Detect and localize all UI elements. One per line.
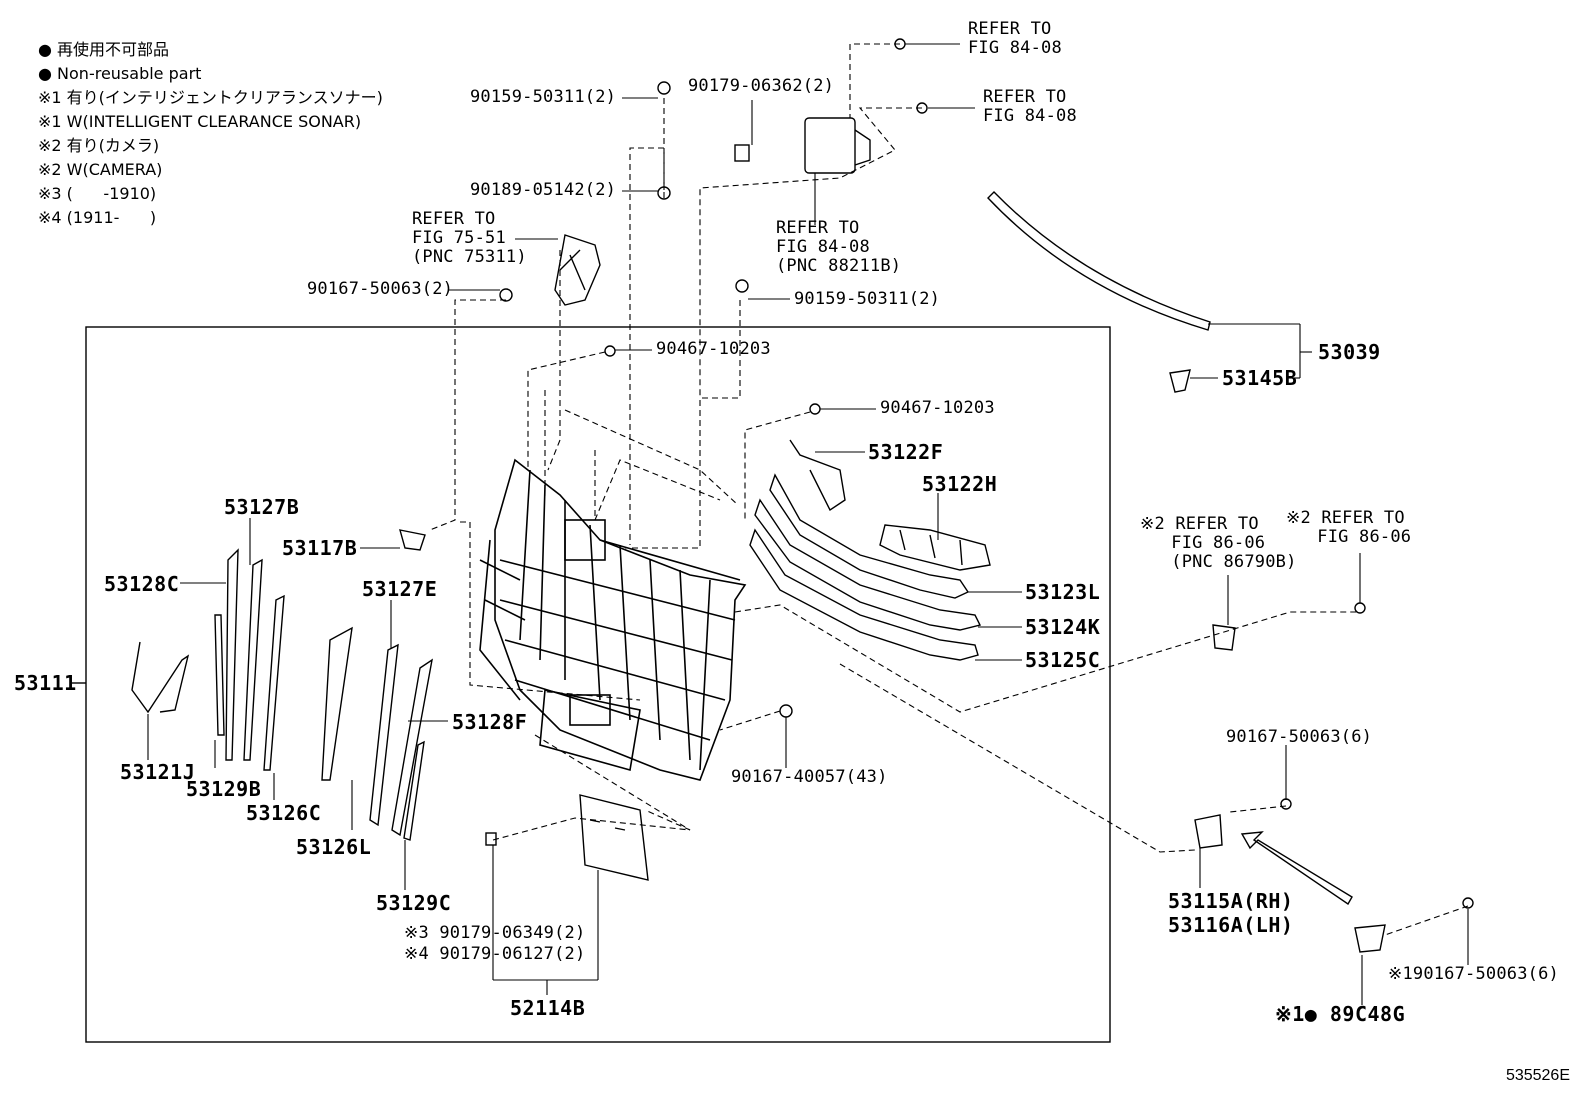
part-number: ※3 90179-06349(2) ※4 90179-06127(2) <box>404 923 586 964</box>
clip-53145b-icon <box>1169 369 1191 393</box>
sensor-89c48g-icon <box>1354 924 1386 953</box>
part-number: 90167-50063(6) <box>1226 727 1373 747</box>
emblem-icon <box>554 234 601 306</box>
refer-label: REFER TO FIG 75-51 (PNC 75311) <box>412 209 527 267</box>
refer-label: REFER TO FIG 84-08 (PNC 88211B) <box>776 218 902 276</box>
part-number: 53126L <box>296 835 372 859</box>
part-number: 53111 <box>14 671 77 695</box>
part-number: 53128F <box>452 710 528 734</box>
part-number: 53126C <box>246 801 322 825</box>
part-number: 53121J <box>120 760 196 784</box>
refer-label: REFER TO FIG 84-08 <box>968 19 1062 58</box>
part-number: 90467-10203 <box>656 339 771 359</box>
part-number: 53129B <box>186 777 262 801</box>
legend-line: ※2 有り(カメラ) <box>38 136 160 155</box>
sensor-module-icon <box>804 117 856 174</box>
leader-lines <box>147 43 1469 1005</box>
part-number: 53039 <box>1318 340 1381 364</box>
part-number: 53124K <box>1025 615 1101 639</box>
legend-line: ● Non-reusable part <box>38 64 202 83</box>
part-number: 90167-50063(2) <box>307 279 454 299</box>
part-number: 53122H <box>922 472 998 496</box>
part-number: 53123L <box>1025 580 1101 604</box>
grille-assembly-icon <box>479 458 747 781</box>
legend-line: ※1 W(INTELLIGENT CLEARANCE SONAR) <box>38 112 362 131</box>
refer-label: REFER TO FIG 84-08 <box>983 87 1077 126</box>
part-number: 90189-05142(2) <box>470 180 617 200</box>
part-number: ※190167-50063(6) <box>1388 964 1559 984</box>
part-number: 52114B <box>510 996 586 1020</box>
part-number: 53117B <box>282 536 358 560</box>
molding-strips-icon <box>749 439 991 661</box>
legend-line: ※2 W(CAMERA) <box>38 160 163 179</box>
seal-strip-icon <box>987 191 1211 331</box>
part-number: 53128C <box>104 572 180 596</box>
direction-arrow-icon <box>1240 831 1353 906</box>
part-number: 53129C <box>376 891 452 915</box>
part-number: 90467-10203 <box>880 398 995 418</box>
part-number: 53127E <box>362 577 438 601</box>
part-number: ※1● 89C48G <box>1275 1002 1406 1026</box>
dashed-assembly-lines <box>429 43 1469 936</box>
part-number: 53127B <box>224 495 300 519</box>
part-number: 90167-40057(43) <box>731 767 888 787</box>
legend-line: ※3 ( -1910) <box>38 184 157 203</box>
part-number: 90159-50311(2) <box>794 289 941 309</box>
part-number: 53115A(RH) 53116A(LH) <box>1168 889 1294 937</box>
license-bracket-icon <box>579 794 649 881</box>
refer-label: ※2 REFER TO FIG 86-06 (PNC 86790B) <box>1140 514 1297 572</box>
figure-id: 535526E <box>1505 1067 1570 1084</box>
nut-icon <box>734 144 750 162</box>
part-number: 53122F <box>868 440 944 464</box>
assembly-frame <box>85 326 1111 1043</box>
legend: ● 再使用不可部品 ● Non-reusable part ※1 有り(インテリ… <box>38 38 383 230</box>
camera-bracket-icon <box>1212 624 1236 651</box>
screw-icon <box>485 832 497 846</box>
sensor-bracket-icon <box>854 129 871 166</box>
part-number: 90179-06362(2) <box>688 76 835 96</box>
part-number: 53125C <box>1025 648 1101 672</box>
bracket-53115a-icon <box>1194 814 1223 849</box>
side-moldings-icon <box>131 548 433 841</box>
legend-line: ※1 有り(インテリジェントクリアランスソナー) <box>38 88 383 107</box>
refer-label: ※2 REFER TO FIG 86-06 <box>1286 508 1412 547</box>
legend-line: ● 再使用不可部品 <box>38 40 170 59</box>
legend-line: ※4 (1911- ) <box>38 208 157 227</box>
part-number: 90159-50311(2) <box>470 87 617 107</box>
clip-53117b-icon <box>399 529 426 551</box>
part-number: 53145B <box>1222 366 1298 390</box>
